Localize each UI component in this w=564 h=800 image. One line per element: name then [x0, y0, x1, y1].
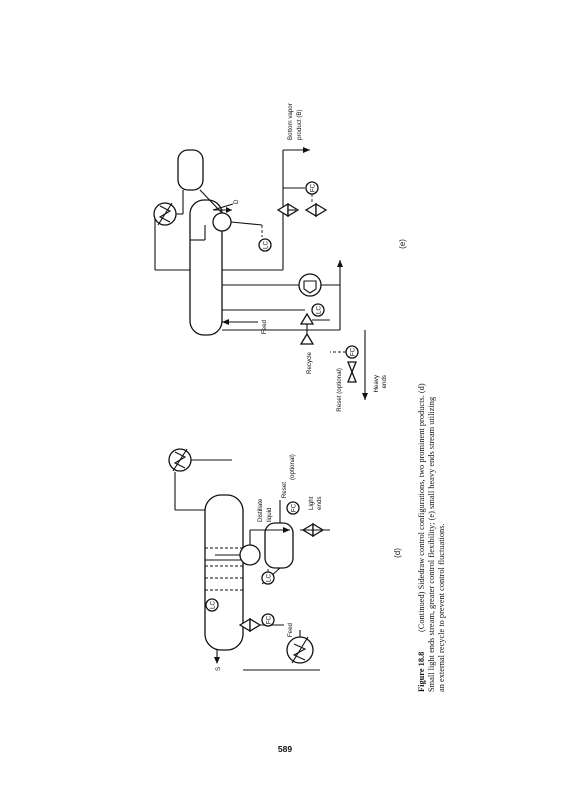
- distillate-label: Distillate: [257, 498, 264, 522]
- lc-bottom-e: LC: [316, 306, 323, 314]
- rotated-figure: Feed D: [153, 103, 446, 692]
- light-ends-label: ends: [316, 497, 323, 510]
- light-label: Light: [308, 496, 315, 510]
- fc-side-d: FC: [266, 615, 273, 624]
- reflux-drum-e: [177, 149, 204, 191]
- caption-figure: Figure 18.8: [417, 652, 426, 692]
- fc-bottom-e: FC: [350, 347, 357, 356]
- lc-drum-d: LC: [266, 574, 273, 582]
- reboiler-d: [286, 636, 314, 664]
- reboiler-e: [298, 273, 322, 297]
- heavy-ends-label: ends: [381, 375, 388, 388]
- s-label: S: [215, 667, 222, 671]
- diagram-e: Feed D: [153, 103, 407, 412]
- condenser-e: [153, 202, 177, 226]
- optional-label: (optional): [289, 454, 296, 480]
- fc-top-d: FC: [291, 503, 298, 512]
- diagram-d: Feed S FC Reset (optional): [168, 448, 402, 671]
- lc-column-d: LC: [210, 601, 217, 609]
- heavy-label: Heavy: [373, 374, 380, 392]
- caption-line-2: Small light ends stream, greater control…: [427, 396, 436, 692]
- recycle-label: Recycle: [306, 351, 313, 374]
- reset-optional-label-e: Reset (optional): [336, 368, 343, 412]
- reflux-drum-d: [264, 522, 294, 569]
- lc-top-e: LC: [263, 241, 270, 249]
- figure-caption: Figure 18.8 (Continued) Sidedraw control…: [417, 383, 446, 692]
- feed-label-e: Feed: [261, 319, 268, 334]
- product-b-label: product (B): [296, 109, 303, 140]
- fc-right-e: FC: [310, 183, 317, 192]
- reflux-pump-d: [239, 544, 261, 566]
- bottom-vapor-label: Bottom vapor: [287, 103, 294, 140]
- feed-label-d: Feed: [287, 622, 294, 637]
- diagram-e-tag: (e): [398, 239, 407, 249]
- reset-label: Reset: [281, 482, 288, 498]
- page-number: 589: [278, 744, 292, 754]
- reflux-pump-e: [212, 212, 232, 232]
- column-e: [189, 199, 223, 336]
- diagram-d-tag: (d): [393, 548, 402, 558]
- caption-line-1: (Continued) Sidedraw control configurati…: [417, 383, 426, 632]
- liquid-label: liquid: [266, 507, 273, 522]
- column-d: [204, 494, 244, 651]
- condenser-d: [168, 448, 192, 472]
- caption-line-3: an external recycle to prevent control f…: [437, 523, 446, 692]
- distillate-d-label: D: [233, 199, 240, 204]
